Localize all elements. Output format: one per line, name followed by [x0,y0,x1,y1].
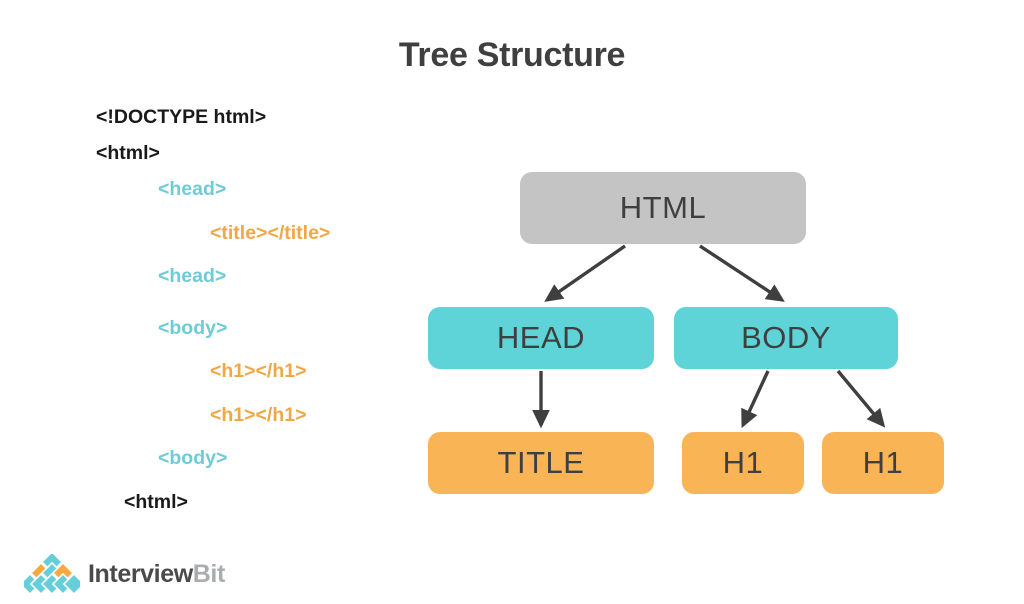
tree-node-h1-second[interactable]: H1 [822,432,944,494]
tree-node-body[interactable]: BODY [674,307,898,369]
code-line: <!DOCTYPE html> [96,106,267,128]
logo-wordmark: InterviewBit [88,560,225,589]
logo-word-bit: Bit [192,559,226,588]
edge-html-body [699,244,785,302]
code-line: <title></title> [210,221,331,244]
code-line: <body> [158,316,228,339]
code-line: <html> [96,141,160,164]
code-line: <h1></h1> [210,403,307,426]
tree-node-head[interactable]: HEAD [428,307,654,369]
code-line: <head> [158,178,227,200]
tree-node-h1-first[interactable]: H1 [682,432,804,494]
tree-node-html[interactable]: HTML [520,172,806,244]
edge-html-head [544,244,626,302]
code-line: <h1></h1> [210,360,307,382]
edge-body-h1-a [741,370,770,429]
code-listing: <!DOCTYPE html> <html> <head> <title></titl… [96,106,416,513]
logo-word-interview: Interview [88,559,193,588]
interviewbit-diamond-logo-icon [24,554,80,594]
tree-diagram: HTML HEAD BODY TITLE H1 H1 [400,150,1000,520]
code-line: <html> [124,490,188,513]
logo-diamond [62,572,80,594]
tree-node-title[interactable]: TITLE [428,432,654,494]
code-line: <head> [158,265,227,287]
edge-body-h1-b [836,369,886,428]
brand-logo[interactable]: InterviewBit [24,552,225,596]
code-line: <body> [158,447,228,469]
page-title: Tree Structure [398,36,626,74]
